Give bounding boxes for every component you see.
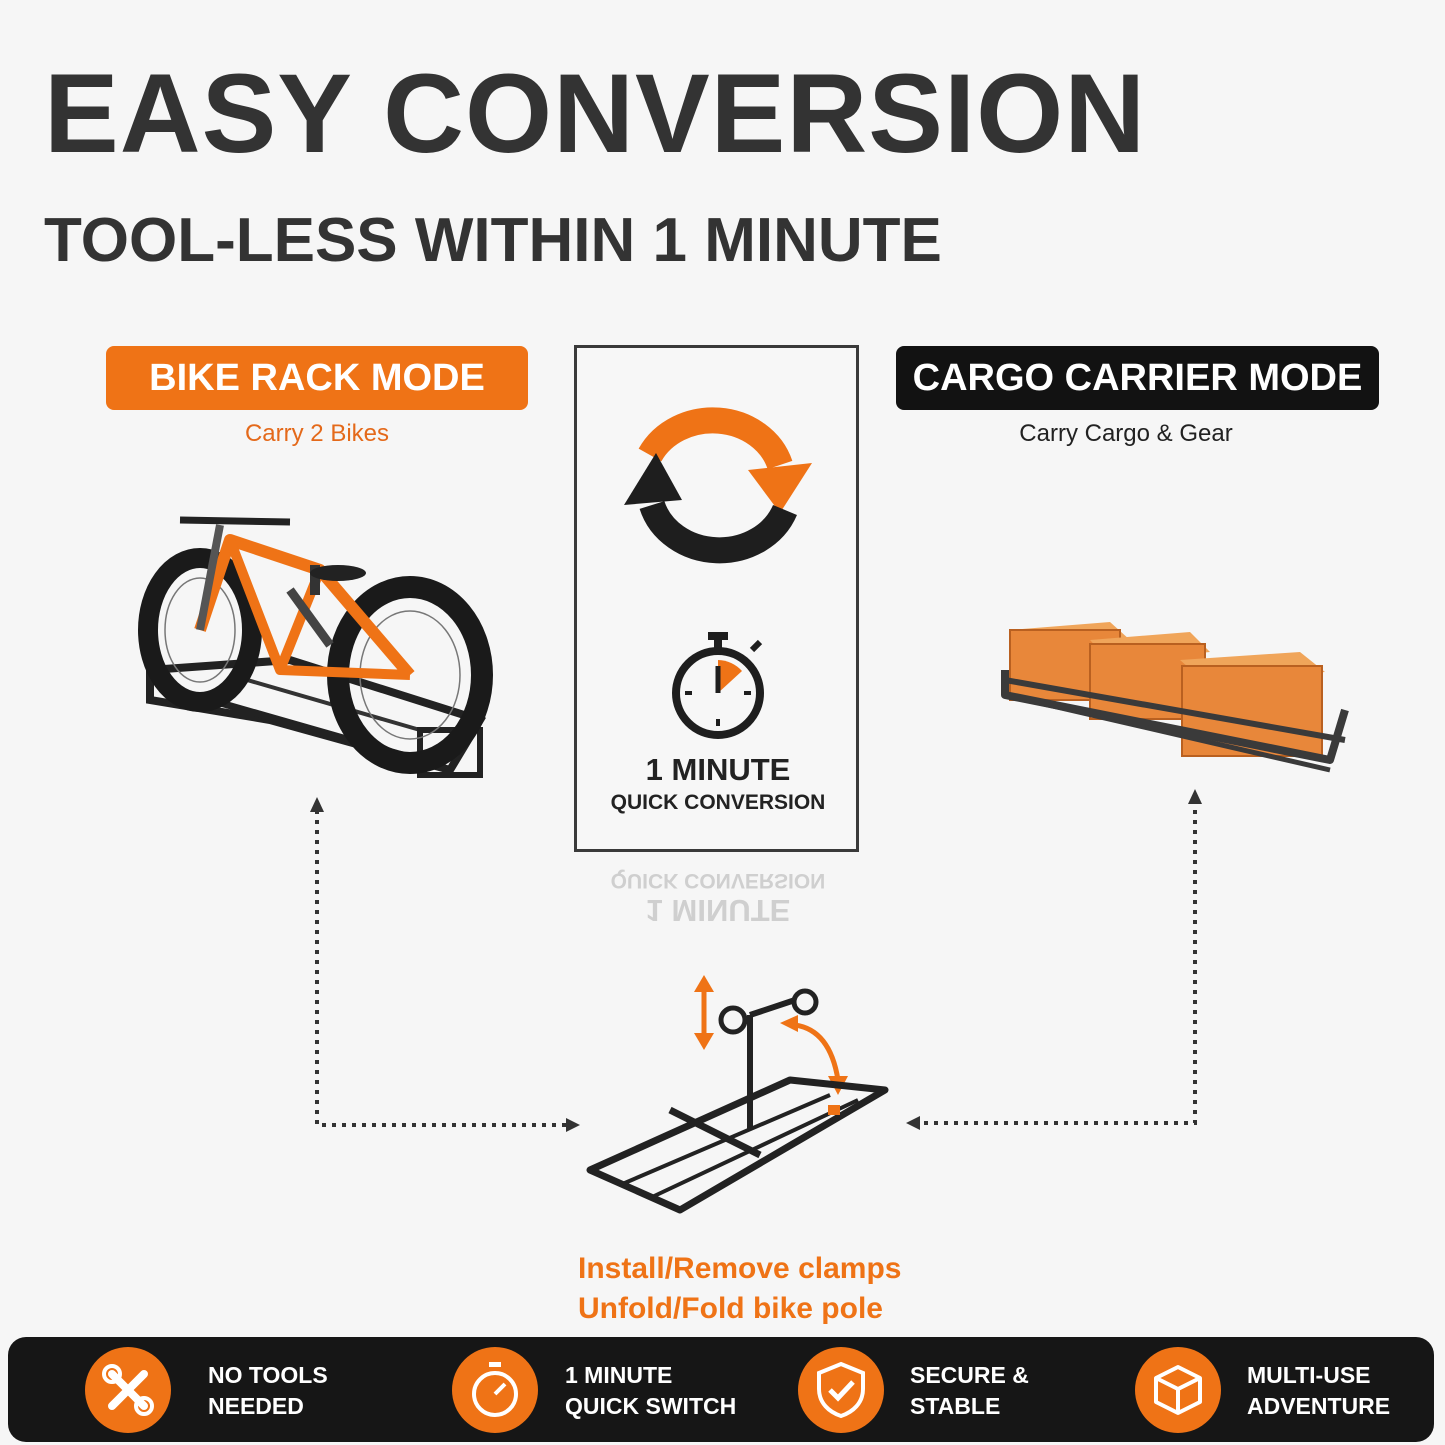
- feature-secure: SECURE & STABLE: [910, 1360, 1029, 1422]
- feature-quick-switch: 1 MINUTE QUICK SWITCH: [565, 1360, 736, 1422]
- page-subtitle: TOOL-LESS WITHIN 1 MINUTE: [44, 206, 942, 275]
- page-title: EASY CONVERSION: [44, 51, 1147, 176]
- stopwatch-icon: [452, 1347, 538, 1433]
- feature-secure-line2: STABLE: [910, 1393, 1001, 1419]
- instruction-pole: Unfold/Fold bike pole: [578, 1292, 883, 1325]
- cargo-carrier-image: [1001, 622, 1349, 773]
- feature-no-tools-line1: NO TOOLS: [208, 1362, 328, 1388]
- bike-rack-mode-caption: Carry 2 Bikes: [244, 420, 390, 447]
- feature-multi-use-line1: MULTI-USE: [1247, 1362, 1371, 1388]
- feature-no-tools: NO TOOLS NEEDED: [208, 1360, 328, 1422]
- tools-icon: [85, 1347, 171, 1433]
- box-icon: [1135, 1347, 1221, 1433]
- feature-quick-switch-line1: 1 MINUTE: [565, 1362, 673, 1388]
- feature-quick-switch-line2: QUICK SWITCH: [565, 1393, 737, 1419]
- feature-secure-line1: SECURE &: [910, 1362, 1029, 1388]
- cargo-carrier-mode-badge: CARGO CARRIER MODE: [896, 346, 1379, 410]
- shield-check-icon: [798, 1347, 884, 1433]
- folded-rack-image: [586, 975, 889, 1214]
- cargo-carrier-mode-caption: Carry Cargo & Gear: [1019, 420, 1233, 447]
- conversion-subtitle: QUICK CONVERSION: [610, 791, 826, 814]
- feature-multi-use-line2: ADVENTURE: [1247, 1393, 1391, 1419]
- bike-on-rack-image: [138, 516, 493, 778]
- feature-multi-use: MULTI-USE ADVENTURE: [1247, 1360, 1390, 1422]
- feature-no-tools-line2: NEEDED: [208, 1393, 304, 1419]
- stopwatch-icon: [672, 632, 764, 739]
- instruction-clamps: Install/Remove clamps: [578, 1252, 902, 1285]
- conversion-time-label: 1 MINUTE: [645, 752, 791, 787]
- rotate-arrows-icon: [624, 407, 812, 564]
- bike-rack-mode-badge: BIKE RACK MODE: [106, 346, 528, 410]
